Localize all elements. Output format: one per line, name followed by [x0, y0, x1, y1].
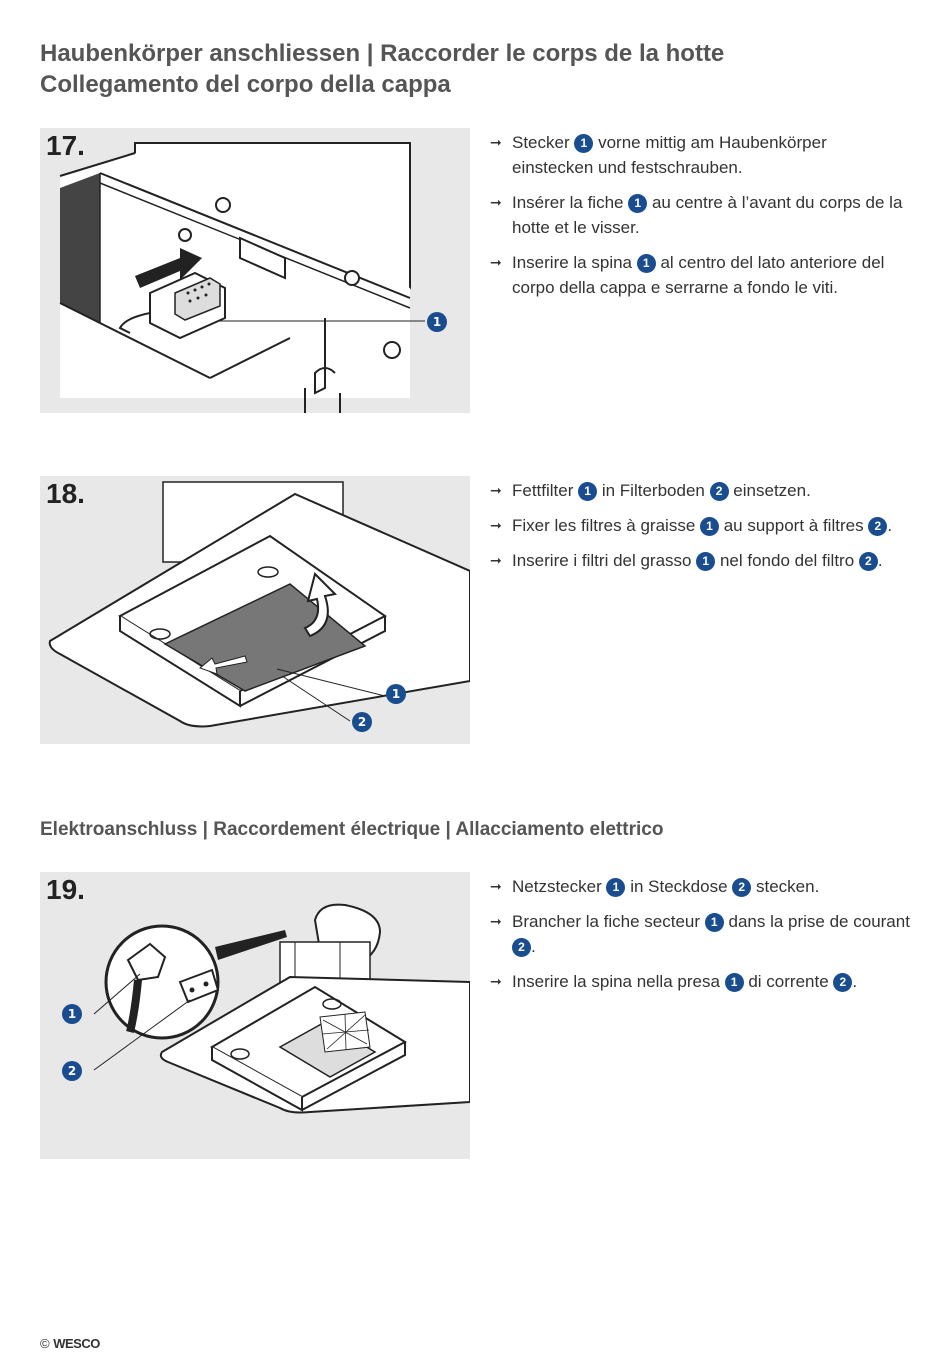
instruction-fr: ➞ Brancher la fiche secteur 1 dans la pr… [490, 909, 910, 959]
arrow-right-icon: ➞ [490, 482, 502, 498]
brand-logo: WESCO [53, 1336, 100, 1351]
callout-badge: 2 [868, 517, 888, 536]
callout-badge: 1 [724, 973, 744, 992]
arrow-right-icon: ➞ [490, 134, 502, 150]
step-18-instructions: ➞ Fettfilter 1 in Filterboden 2 einsetze… [490, 478, 910, 583]
step-17-illustration: 17. 1 [40, 128, 470, 413]
instruction-it: ➞ Inserire la spina nella presa 1 di cor… [490, 969, 910, 994]
arrow-right-icon: ➞ [490, 552, 502, 568]
instruction-it: ➞ Inserire la spina 1 al centro del lato… [490, 250, 910, 300]
callout-badge: 1 [606, 878, 626, 897]
instruction-de: ➞ Stecker 1 vorne mittig am Haubenkörper… [490, 130, 910, 180]
callout-badge: 2 [732, 878, 752, 897]
section-title: Elektroanschluss | Raccordement électriq… [40, 819, 664, 840]
arrow-right-icon: ➞ [490, 913, 502, 929]
svg-text:1: 1 [433, 315, 441, 329]
instruction-fr: ➞ Insérer la fiche 1 au centre à l’avant… [490, 190, 910, 240]
callout-1: 1 [386, 684, 406, 704]
step-17-instructions: ➞ Stecker 1 vorne mittig am Haubenkörper… [490, 130, 910, 310]
power-connection-diagram: 1 2 [62, 903, 470, 1114]
step-19-instructions: ➞ Netzstecker 1 in Steckdose 2 stecken. … [490, 874, 910, 1004]
svg-text:2: 2 [68, 1064, 76, 1078]
hood-connector-diagram: 1 [59, 142, 447, 413]
grease-filter-diagram: 1 2 [48, 481, 470, 732]
svg-text:1: 1 [392, 687, 400, 701]
callout-badge: 1 [628, 194, 648, 213]
svg-text:2: 2 [358, 715, 366, 729]
callout-badge: 2 [833, 973, 853, 992]
callout-1: 1 [427, 312, 447, 332]
page-title-line1: Haubenkörper anschliessen | Raccorder le… [40, 40, 725, 67]
callout-badge: 2 [709, 482, 729, 501]
callout-1: 1 [62, 1004, 82, 1024]
page-title-line2: Collegamento del corpo della cappa [40, 71, 451, 98]
footer: © WESCO [40, 1336, 100, 1351]
callout-badge: 2 [512, 938, 531, 957]
step-number: 18. [46, 478, 85, 509]
step-18-illustration: 18. 1 2 [40, 476, 470, 744]
callout-badge: 1 [578, 482, 598, 501]
arrow-right-icon: ➞ [490, 973, 502, 989]
callout-badge: 1 [636, 254, 656, 273]
instruction-de: ➞ Netzstecker 1 in Steckdose 2 stecken. [490, 874, 910, 899]
arrow-right-icon: ➞ [490, 194, 502, 210]
callout-badge: 1 [574, 134, 594, 153]
arrow-right-icon: ➞ [490, 878, 502, 894]
arrow-right-icon: ➞ [490, 254, 502, 270]
callout-2: 2 [352, 712, 372, 732]
arrow-right-icon: ➞ [490, 517, 502, 533]
page-title: Haubenkörper anschliessen | Raccorder le… [40, 38, 724, 100]
step-number: 19. [46, 874, 85, 905]
copyright-symbol: © [40, 1336, 50, 1351]
instruction-it: ➞ Inserire i filtri del grasso 1 nel fon… [490, 548, 910, 573]
callout-badge: 1 [700, 517, 719, 536]
instruction-de: ➞ Fettfilter 1 in Filterboden 2 einsetze… [490, 478, 910, 503]
svg-text:1: 1 [68, 1007, 76, 1021]
callout-badge: 1 [704, 913, 724, 932]
callout-badge: 1 [696, 552, 716, 571]
callout-2: 2 [62, 1061, 82, 1081]
step-19-illustration: 19. 1 2 [40, 872, 470, 1159]
callout-badge: 2 [858, 552, 878, 571]
instruction-fr: ➞ Fixer les filtres à graisse 1 au suppo… [490, 513, 910, 538]
step-number: 17. [46, 130, 85, 161]
